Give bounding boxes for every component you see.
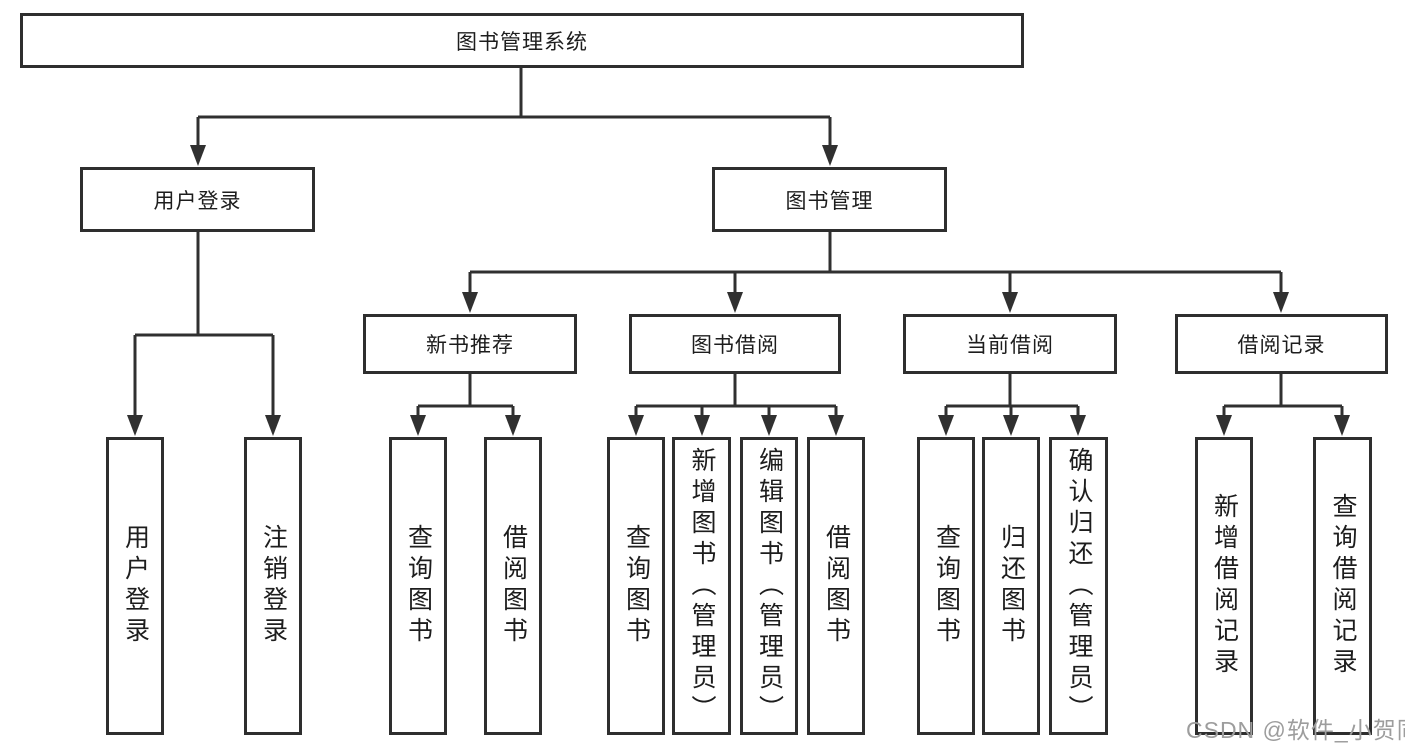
leaf-borrow-edit-book-admin: 编辑图书（管理员） bbox=[740, 437, 798, 735]
leaf-current-confirm-return-admin: 确认归还（管理员） bbox=[1049, 437, 1108, 735]
node-label: 注销登录 bbox=[259, 524, 288, 648]
leaf-user-login: 用户登录 bbox=[106, 437, 164, 735]
node-book-borrow: 图书借阅 bbox=[629, 314, 841, 374]
leaf-recommend-query-book: 查询图书 bbox=[389, 437, 447, 735]
node-label: 查询图书 bbox=[404, 524, 433, 648]
leaf-records-add-borrow-record: 新增借阅记录 bbox=[1195, 437, 1253, 735]
arrow-down-icon bbox=[265, 415, 281, 436]
node-label: 用户登录 bbox=[121, 524, 150, 648]
node-borrow-records: 借阅记录 bbox=[1175, 314, 1388, 374]
leaf-borrow-query-book: 查询图书 bbox=[607, 437, 665, 735]
node-current-borrow: 当前借阅 bbox=[903, 314, 1117, 374]
arrow-down-icon bbox=[727, 292, 743, 313]
node-label: 查询图书 bbox=[932, 524, 961, 648]
arrow-down-icon bbox=[190, 145, 206, 166]
arrow-down-icon bbox=[938, 415, 954, 436]
node-library-management-system: 图书管理系统 bbox=[20, 13, 1024, 68]
node-label: 新增图书（管理员） bbox=[688, 446, 716, 726]
arrow-down-icon bbox=[1273, 292, 1289, 313]
node-label: 借阅记录 bbox=[1237, 334, 1326, 357]
leaf-logout: 注销登录 bbox=[244, 437, 302, 735]
node-new-book-recommend: 新书推荐 bbox=[363, 314, 577, 374]
node-label: 编辑图书（管理员） bbox=[755, 446, 784, 726]
node-label: 新增借阅记录 bbox=[1210, 493, 1239, 679]
arrow-down-icon bbox=[628, 415, 644, 436]
leaf-borrow-borrow-book: 借阅图书 bbox=[807, 437, 865, 735]
node-label: 借阅图书 bbox=[822, 524, 851, 648]
arrow-down-icon bbox=[761, 415, 777, 436]
node-label: 图书管理系统 bbox=[456, 30, 588, 54]
arrow-down-icon bbox=[1216, 415, 1232, 436]
leaf-borrow-add-book-admin: 新增图书（管理员） bbox=[672, 437, 731, 735]
node-label: 借阅图书 bbox=[499, 524, 528, 648]
node-label: 归还图书 bbox=[997, 524, 1026, 648]
node-label: 图书管理 bbox=[785, 189, 874, 213]
node-label: 新书推荐 bbox=[426, 334, 514, 357]
arrow-down-icon bbox=[462, 292, 478, 313]
csdn-watermark: CSDN @软件_小贺同学 bbox=[1186, 717, 1405, 743]
node-user-login-branch: 用户登录 bbox=[80, 167, 315, 232]
arrow-down-icon bbox=[828, 415, 844, 436]
arrow-down-icon bbox=[1070, 415, 1086, 436]
leaf-records-query-borrow-record: 查询借阅记录 bbox=[1313, 437, 1372, 735]
leaf-recommend-borrow-book: 借阅图书 bbox=[484, 437, 542, 735]
arrow-down-icon bbox=[1334, 415, 1350, 436]
arrow-down-icon bbox=[127, 415, 143, 436]
arrow-down-icon bbox=[1003, 415, 1019, 436]
node-label: 用户登录 bbox=[153, 189, 242, 213]
node-label: 当前借阅 bbox=[966, 334, 1054, 357]
node-label: 确认归还（管理员） bbox=[1065, 446, 1093, 726]
node-book-management-branch: 图书管理 bbox=[712, 167, 947, 232]
node-label: 查询借阅记录 bbox=[1329, 493, 1357, 679]
leaf-current-return-book: 归还图书 bbox=[982, 437, 1040, 735]
arrow-down-icon bbox=[410, 415, 426, 436]
arrow-down-icon bbox=[505, 415, 521, 436]
arrow-down-icon bbox=[1002, 292, 1018, 313]
arrow-down-icon bbox=[694, 415, 710, 436]
arrow-down-icon bbox=[822, 145, 838, 166]
node-label: 查询图书 bbox=[622, 524, 651, 648]
leaf-current-query-book: 查询图书 bbox=[917, 437, 975, 735]
node-label: 图书借阅 bbox=[691, 334, 779, 357]
